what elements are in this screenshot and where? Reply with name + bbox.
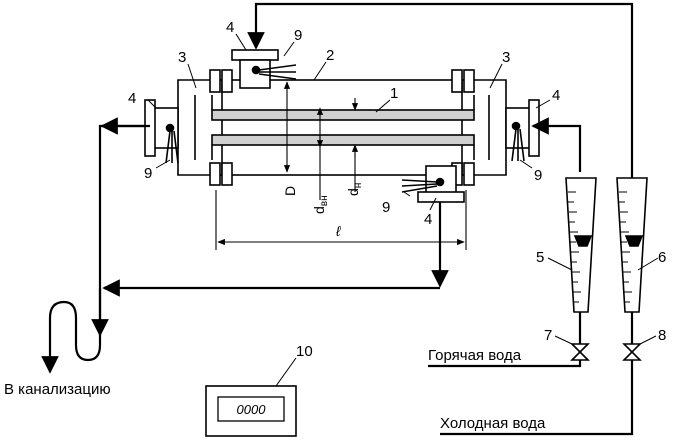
- inner-pipe-wall-top: [211, 109, 475, 121]
- valve-hot: [570, 343, 590, 361]
- dim-length: ℓ: [335, 223, 341, 239]
- label-fitting-bottom: 4: [424, 211, 432, 228]
- cold-water-label: Холодная вода: [440, 415, 546, 432]
- meter-display: 0000: [237, 402, 267, 417]
- label-fitting-top: 4: [226, 19, 234, 36]
- outer-pipe: [221, 79, 463, 176]
- hot-water-line: [428, 312, 582, 368]
- label-flowmeter-hot: 5: [536, 249, 544, 266]
- hot-water-label: Горячая вода: [428, 347, 522, 364]
- meter-10: 0000: [205, 385, 297, 437]
- valve-cold: [622, 343, 642, 361]
- flowmeter-cold: [616, 177, 648, 313]
- fitting-bottom: [401, 165, 465, 203]
- label-head-left: 3: [178, 49, 186, 66]
- label-valve-cold: 8: [658, 327, 666, 344]
- drain-label: В канализацию: [4, 381, 111, 398]
- heat-exchanger: [177, 69, 507, 186]
- label-thermo-bottom: 9: [382, 199, 390, 216]
- label-thermo-top: 9: [294, 27, 302, 44]
- label-meter: 10: [296, 343, 313, 360]
- dim-d-outer-pipe: dн: [345, 183, 364, 196]
- label-fitting-right: 4: [552, 87, 560, 104]
- fitting-right: [505, 99, 540, 162]
- svg-text:dн: dн: [345, 183, 364, 196]
- label-inner-pipe: 1: [390, 85, 398, 102]
- label-fitting-left: 4: [128, 90, 136, 107]
- label-thermo-right: 9: [534, 167, 542, 184]
- fitting-left: [144, 99, 179, 164]
- left-head: [177, 79, 222, 176]
- svg-text:D: D: [282, 186, 298, 196]
- dim-d-outer: D: [282, 186, 298, 196]
- label-thermo-left: 9: [144, 165, 152, 182]
- leader-lines: [147, 33, 659, 387]
- cold-water-line: [247, 2, 634, 436]
- flowmeter-hot: [565, 177, 597, 313]
- label-valve-hot: 7: [544, 327, 552, 344]
- right-head: [462, 79, 507, 176]
- piping: [41, 2, 634, 436]
- label-outer-pipe: 2: [326, 47, 334, 64]
- dimension-lines: [215, 81, 467, 250]
- drain-loop: [41, 288, 102, 374]
- label-flowmeter-cold: 6: [658, 249, 666, 266]
- fitting-top: [231, 49, 297, 89]
- inner-pipe-wall-bottom: [211, 134, 475, 146]
- dim-d-inner: dвн: [311, 195, 330, 214]
- hot-outlet-line: [91, 124, 145, 337]
- label-head-right: 3: [502, 49, 510, 66]
- svg-text:dвн: dвн: [311, 195, 330, 214]
